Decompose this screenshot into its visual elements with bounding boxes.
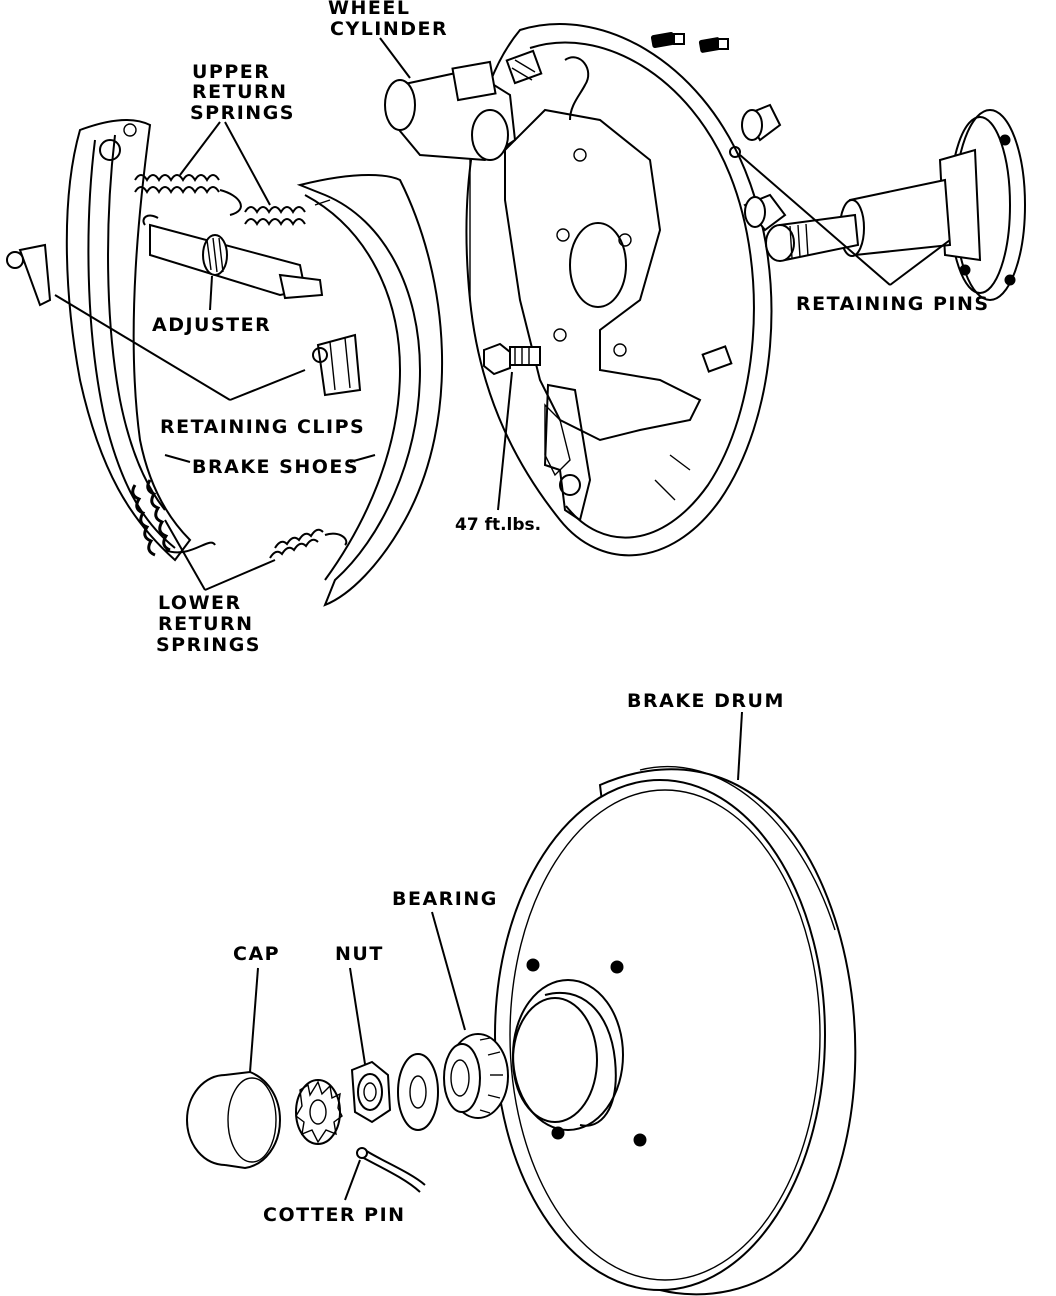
- cap-label: CAP: [233, 943, 280, 965]
- axle-shaft: [765, 109, 1026, 301]
- adjuster: [142, 214, 324, 300]
- upper-return-springs: [134, 174, 306, 226]
- brake-drum: [494, 765, 857, 1296]
- adjuster-leader: [209, 275, 213, 311]
- upper-return-springs-label-line3: SPRINGS: [190, 102, 295, 124]
- axle-clips: [729, 103, 787, 232]
- retaining-pins-leaders: [739, 154, 951, 286]
- lower-return-springs-label-line2: RETURN: [158, 613, 254, 635]
- nut-leader: [349, 967, 366, 1065]
- brake-drum-label: BRAKE DRUM: [627, 690, 785, 712]
- torque-label: 47 ft.lbs.: [455, 515, 541, 535]
- nut-label: NUT: [335, 943, 384, 965]
- bearing-leader: [431, 911, 466, 1031]
- retaining-clips: [312, 333, 362, 397]
- upper-return-springs-label-line1: UPPER: [192, 61, 270, 83]
- backing-plate: [465, 23, 773, 557]
- brake-shoe-rear: [6, 119, 192, 562]
- brake-shoes-leaders: [164, 454, 376, 463]
- cotter-pin-label: COTTER PIN: [263, 1204, 406, 1226]
- backing-plate-bolt: [483, 342, 541, 511]
- upper-return-springs-label-line2: RETURN: [192, 81, 288, 103]
- brake-shoe-front: [296, 174, 444, 607]
- adjuster-label: ADJUSTER: [152, 314, 271, 336]
- lower-springs-leaders: [164, 519, 276, 591]
- wheel-cylinder: [384, 49, 543, 162]
- retaining-pins-label: RETAINING PINS: [796, 293, 990, 315]
- upper-return-springs-label: UPPER RETURN SPRINGS: [190, 61, 296, 124]
- cotter-pin-leader: [344, 1159, 361, 1201]
- washer: [397, 1053, 439, 1131]
- bearing-label: BEARING: [392, 888, 498, 910]
- wheel-cylinder-label: WHEEL CYLINDER: [328, 0, 448, 40]
- retaining-clips-leaders: [54, 294, 306, 401]
- bearing: [443, 1033, 509, 1119]
- cap-leader: [249, 967, 259, 1073]
- wheel-cylinder-leader: [379, 37, 411, 79]
- nut: [350, 1060, 392, 1124]
- wheel-cylinder-label-line1: WHEEL: [328, 0, 410, 19]
- bleeder-screws: [650, 31, 729, 53]
- brake-shoes-label: BRAKE SHOES: [192, 456, 359, 478]
- cotter-pin: [356, 1147, 426, 1193]
- lower-return-springs: [131, 479, 348, 559]
- upper-springs-leaders: [179, 121, 271, 206]
- lower-return-springs-label-line1: LOWER: [158, 592, 242, 614]
- nut-lock: [295, 1079, 343, 1145]
- retaining-clips-label: RETAINING CLIPS: [160, 416, 365, 438]
- brake-drum-leader: [737, 711, 743, 781]
- lower-return-springs-label-line3: SPRINGS: [156, 634, 261, 656]
- cap: [186, 1070, 282, 1170]
- lower-return-springs-label: LOWER RETURN SPRINGS: [156, 592, 262, 656]
- wheel-cylinder-label-line2: CYLINDER: [330, 18, 448, 40]
